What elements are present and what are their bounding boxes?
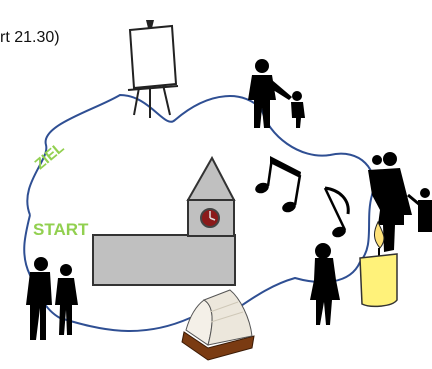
family-icon bbox=[368, 152, 432, 252]
top-text: rt 21.30) bbox=[0, 29, 60, 46]
music-notes-icon bbox=[255, 156, 350, 238]
church-icon bbox=[92, 155, 236, 286]
ziel-label: ZIEL bbox=[32, 139, 68, 173]
father-child-icon bbox=[248, 59, 305, 128]
route-path bbox=[23, 93, 375, 333]
candle-icon bbox=[359, 220, 398, 308]
woman-icon bbox=[310, 243, 340, 325]
easel-icon bbox=[127, 20, 179, 118]
start-label: START bbox=[33, 220, 89, 239]
couple-icon bbox=[26, 257, 78, 340]
book-icon bbox=[181, 289, 255, 361]
